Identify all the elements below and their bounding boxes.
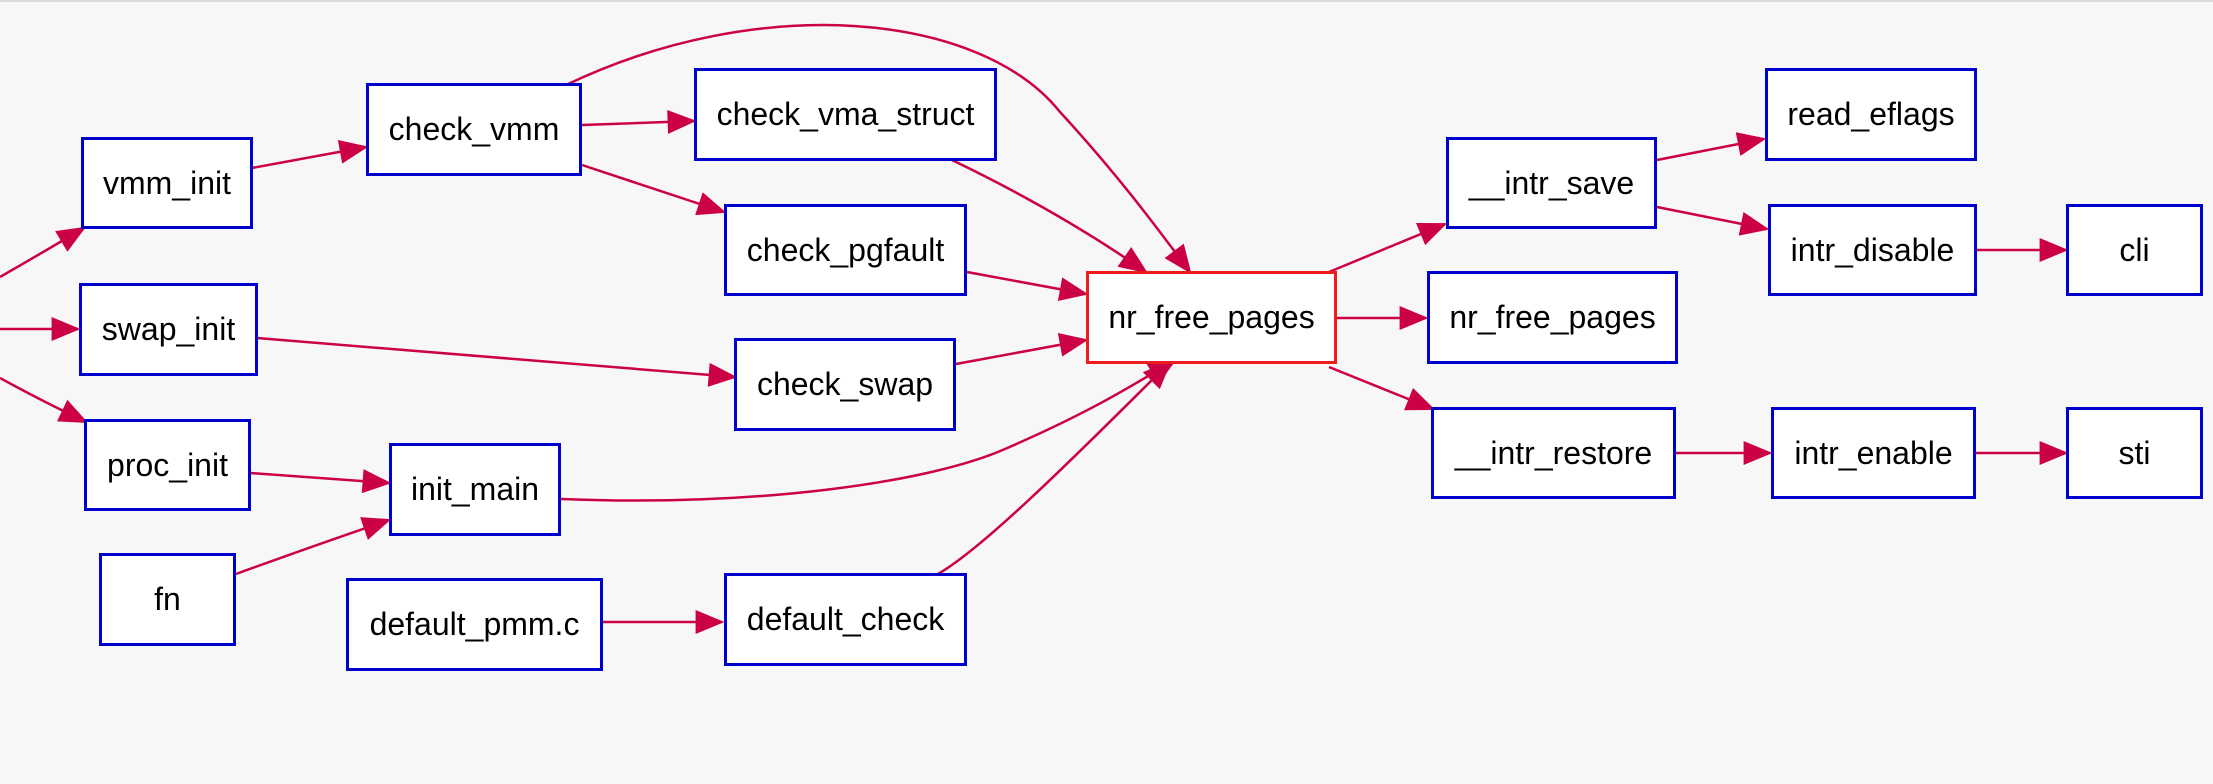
node-label: check_vmm: [388, 111, 560, 147]
edge-check-pgfault-nr-free-pages: [966, 270, 1089, 302]
node-sti[interactable]: sti: [2066, 407, 2203, 499]
node-label: __intr_save: [1468, 164, 1635, 201]
node-check-swap[interactable]: check_swap: [734, 338, 956, 431]
node-label: swap_init: [101, 311, 236, 347]
node-label: default_check: [746, 601, 945, 637]
edge-offscreen-proc-init: [0, 376, 89, 424]
node-swap-init[interactable]: swap_init: [79, 283, 258, 376]
node-label: proc_init: [107, 446, 228, 483]
node-read-eflags[interactable]: read_eflags: [1765, 68, 1977, 161]
node-vmm-init[interactable]: vmm_init: [81, 137, 253, 229]
edge-check-vmm-nr-free-pages: [565, 23, 1192, 274]
node-cli[interactable]: cli: [2066, 204, 2203, 296]
edge-vmm-init-check-vmm: [251, 139, 369, 170]
node-label: __intr_restore: [1454, 434, 1653, 471]
node-check-vmm[interactable]: check_vmm: [366, 83, 582, 176]
edge-swap-init-check-swap: [256, 336, 738, 387]
node-check-vma-struct[interactable]: check_vma_struct: [694, 68, 997, 161]
node-label: read_eflags: [1787, 96, 1955, 132]
node-label: fn: [154, 581, 181, 617]
node-label: check_pgfault: [746, 231, 945, 268]
node-intr-disable[interactable]: intr_disable: [1768, 204, 1977, 296]
node-label: cli: [2119, 231, 2150, 268]
node-label: nr_free_pages: [1449, 299, 1656, 335]
edge-check-swap-nr-free-pages: [955, 332, 1089, 366]
node-intr-enable[interactable]: intr_enable: [1771, 407, 1976, 499]
node-proc-init[interactable]: proc_init: [84, 419, 251, 511]
node-label: default_pmm.c: [369, 606, 580, 642]
node-label: intr_enable: [1794, 434, 1953, 471]
node-label: nr_free_pages: [1108, 299, 1315, 335]
edge-init-main-nr-free-pages: [560, 358, 1178, 502]
node-intr-save[interactable]: __intr_save: [1446, 137, 1657, 229]
edge-intr-save-read-eflags: [1656, 132, 1767, 162]
node-label: check_vma_struct: [716, 96, 975, 132]
node-default-check[interactable]: default_check: [724, 573, 967, 666]
node-default-pmm-c[interactable]: default_pmm.c: [346, 578, 603, 671]
edge-intr-save-intr-disable: [1656, 205, 1770, 236]
edge-proc-init-init-main: [249, 469, 392, 494]
edge-check-vmm-check-pgfault: [581, 163, 727, 216]
edge-nr-free-pages-intr-save: [1328, 222, 1448, 274]
node-label: vmm_init: [102, 164, 231, 201]
edge-default-check-nr-free-pages: [937, 360, 1172, 576]
edge-fn-init-main: [235, 517, 392, 576]
node-label: sti: [2118, 434, 2151, 471]
edge-offscreen-vmm-init: [0, 226, 87, 279]
node-init-main[interactable]: init_main: [389, 443, 561, 536]
edge-check-vma-struct-nr-free-pages: [951, 158, 1148, 274]
node-label: init_main: [410, 471, 540, 507]
node-label: intr_disable: [1790, 231, 1955, 268]
node-nr-free-pages-callee[interactable]: nr_free_pages: [1427, 271, 1678, 364]
node-nr-free-pages-focus[interactable]: nr_free_pages: [1086, 271, 1337, 364]
edge-nr-free-pages-intr-restore: [1328, 365, 1436, 411]
node-label: check_swap: [756, 366, 934, 402]
node-intr-restore[interactable]: __intr_restore: [1431, 407, 1676, 499]
node-fn[interactable]: fn: [99, 553, 236, 646]
edge-check-vmm-check-vma-struct: [581, 109, 697, 134]
node-check-pgfault[interactable]: check_pgfault: [724, 204, 967, 296]
